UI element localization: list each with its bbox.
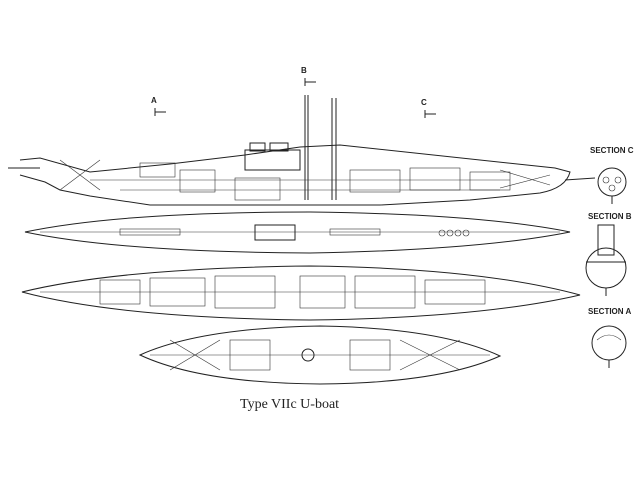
- section-marker-a: A: [151, 96, 157, 105]
- section-marker-c: C: [421, 98, 427, 107]
- internal-plan-view: [21, 265, 581, 321]
- section-b-drawing: [585, 224, 627, 296]
- side-profile-view: [8, 78, 596, 206]
- section-marker-b: B: [301, 66, 307, 75]
- section-b-label: SECTION B: [588, 212, 632, 221]
- section-c-label: SECTION C: [590, 146, 634, 155]
- section-c-drawing: [597, 167, 627, 204]
- section-a-drawing: [591, 325, 627, 368]
- diagram-caption: Type VIIc U-boat: [240, 397, 340, 412]
- top-deck-view: [24, 211, 571, 254]
- section-a-label: SECTION A: [588, 307, 632, 316]
- hull-plan-view: [138, 325, 502, 385]
